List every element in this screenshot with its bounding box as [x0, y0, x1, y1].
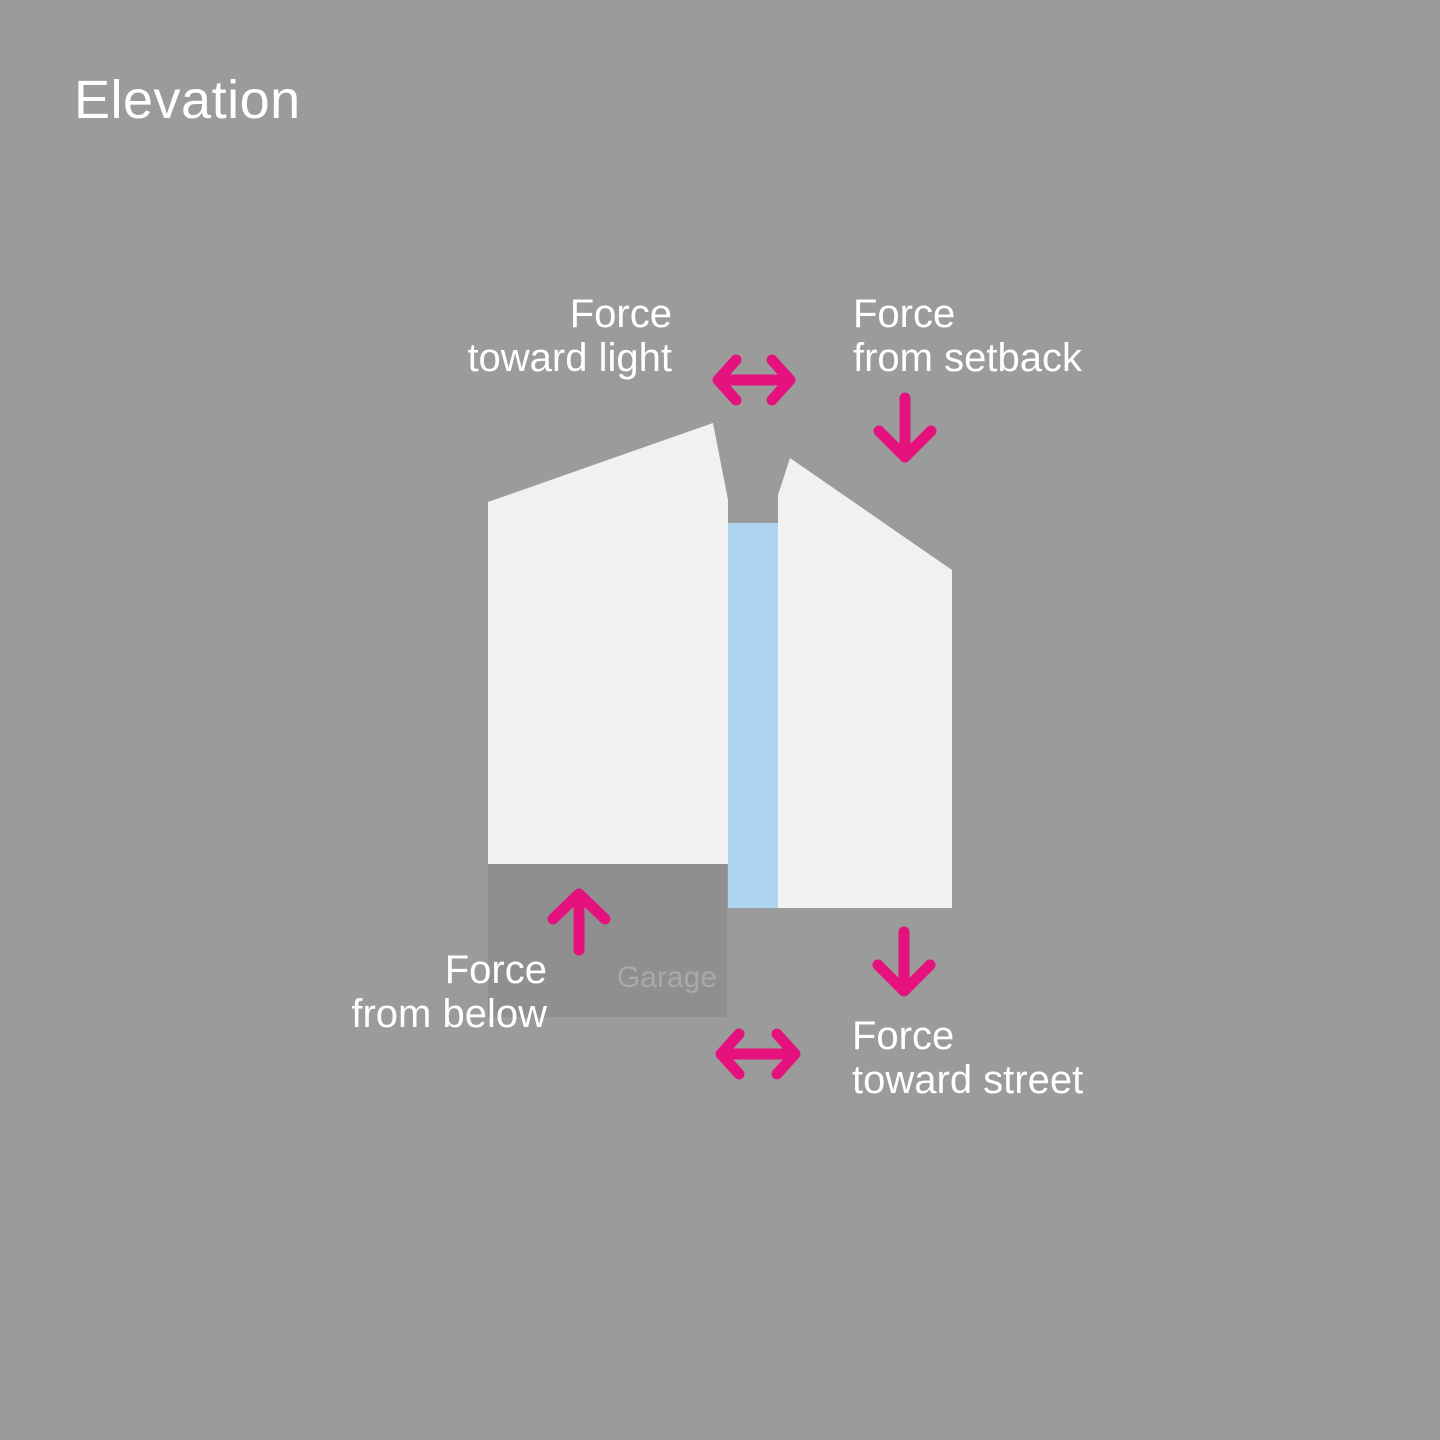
left-tower-shape: [488, 423, 728, 864]
down-arrow-icon-street: [872, 926, 936, 997]
label-line: from setback: [853, 336, 1082, 380]
label-line: Force: [444, 948, 547, 992]
label-force-toward-light: Force toward light: [467, 292, 672, 380]
up-arrow-icon-below: [547, 888, 611, 956]
label-line: from below: [351, 992, 547, 1036]
garage-shape: [488, 864, 727, 1017]
horizontal-double-arrow-icon-top: [712, 354, 796, 406]
label-line: Force: [852, 1014, 955, 1058]
page-title: Elevation: [74, 70, 301, 130]
down-arrow-icon-setback: [873, 392, 937, 463]
label-line: toward street: [852, 1058, 1084, 1102]
garage-label: Garage: [616, 961, 717, 994]
force-arrows: [547, 354, 937, 1080]
right-tower-shape: [778, 458, 952, 908]
label-force-from-setback: Force from setback: [853, 292, 1082, 380]
lightwell-shape: [728, 523, 778, 908]
building-masses: [488, 423, 952, 908]
label-force-from-below: Force from below: [351, 948, 547, 1036]
label-force-toward-street: Force toward street: [852, 1014, 1083, 1102]
label-line: Force: [569, 292, 672, 336]
label-line: toward light: [467, 336, 672, 380]
label-line: Force: [853, 292, 956, 336]
horizontal-double-arrow-icon-bottom: [715, 1028, 801, 1080]
